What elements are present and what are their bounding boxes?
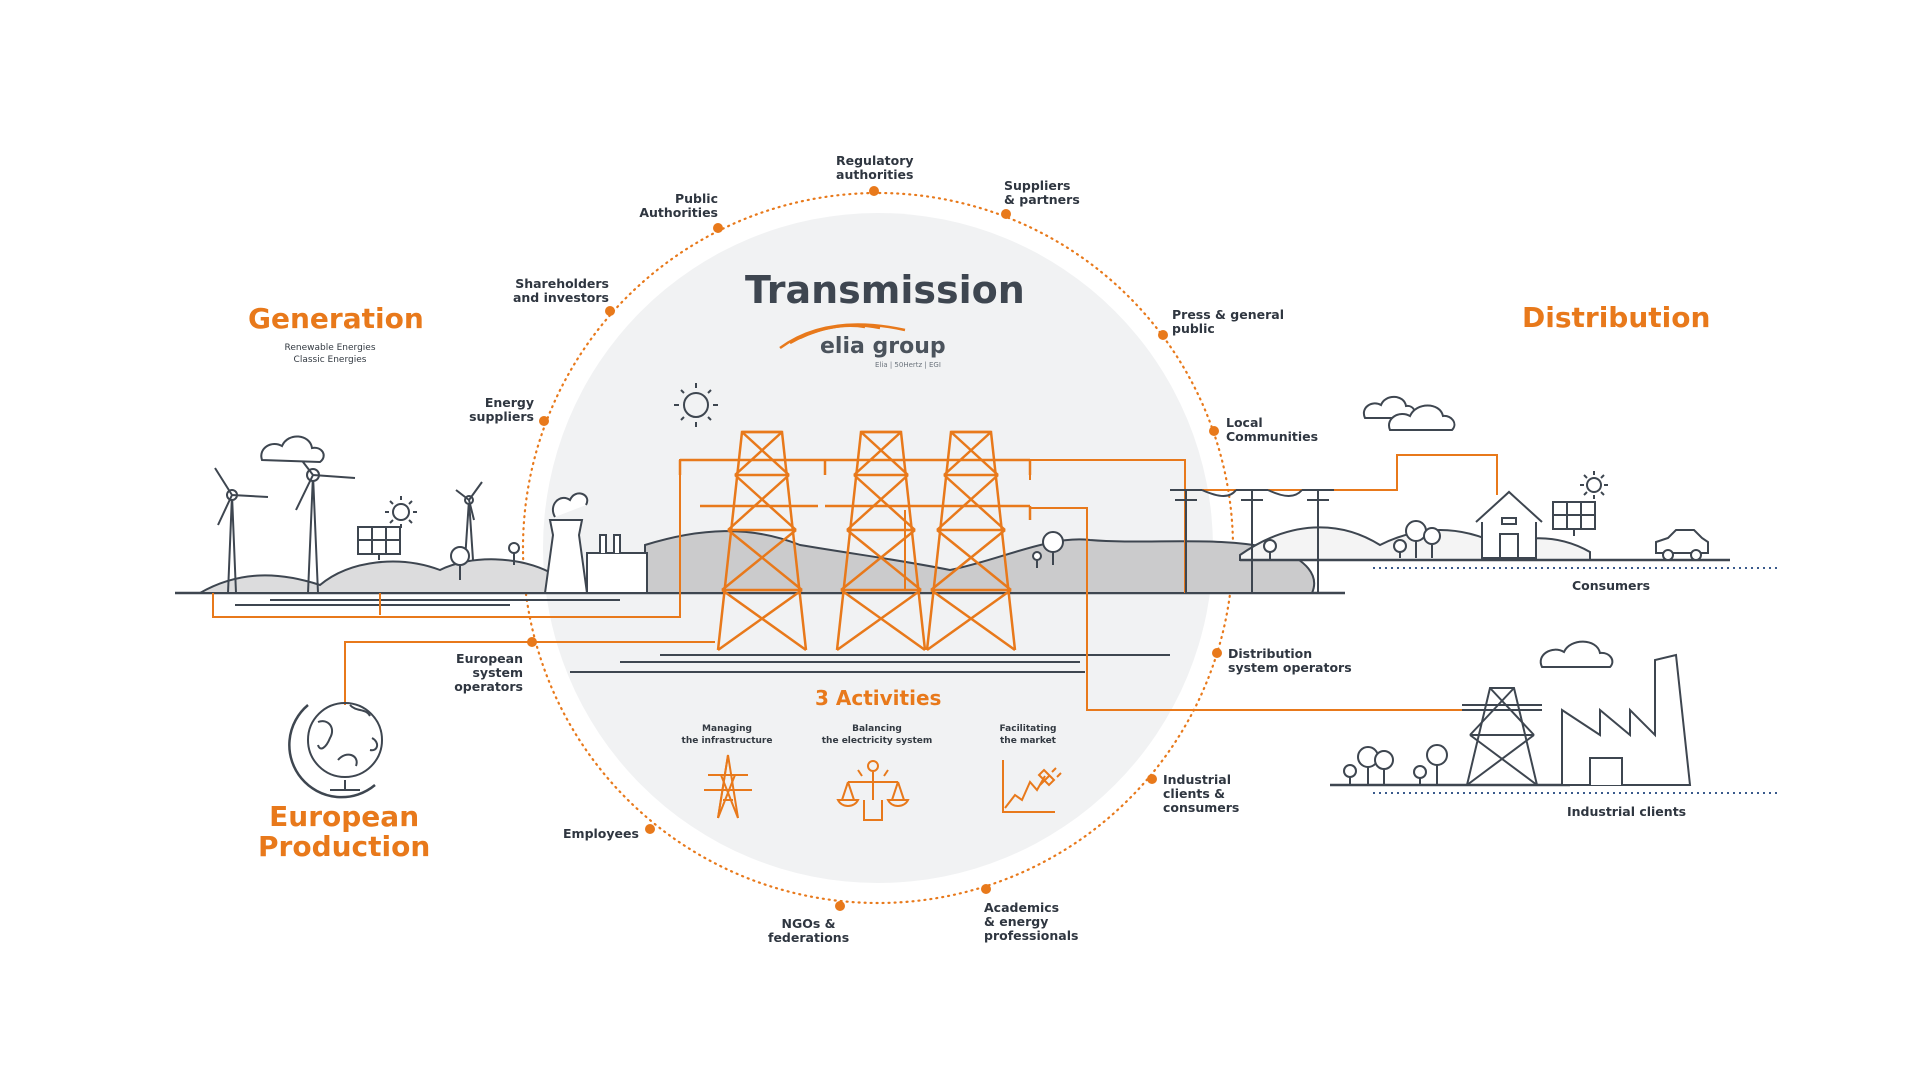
tree-icon: [450, 542, 520, 580]
activity-managing-label: Managing the infrastructure: [681, 724, 773, 746]
stakeholder-dots: [527, 186, 1222, 911]
generation-hills: [196, 558, 556, 594]
stakeholder-shareholders: Shareholders and investors: [512, 276, 609, 305]
activities-title: 3 Activities: [815, 686, 942, 710]
stakeholder-academics: Academics & energy professionals: [984, 900, 1079, 943]
consumers-label: Consumers: [1572, 578, 1651, 593]
stakeholder-industrial-clients-consumers: Industrial clients & consumers: [1163, 772, 1240, 815]
stakeholder-public-authorities: Public Authorities: [639, 191, 718, 220]
cloud-icon: [260, 435, 325, 464]
wind-turbine-icon: [214, 444, 483, 594]
solar-panel-icon: [357, 526, 401, 560]
stakeholder-regulatory: Regulatory authorities: [836, 153, 914, 182]
plug-icon: [1037, 767, 1062, 787]
market-chart-icon: [1002, 760, 1055, 813]
stakeholder-suppliers: Suppliers & partners: [1004, 178, 1080, 207]
pylon-icon: [678, 430, 1032, 652]
stakeholder-distribution-operators: Distribution system operators: [1228, 646, 1352, 675]
logo-sub: Elia | 50Hertz | EGI: [875, 361, 941, 369]
stakeholder-employees: Employees: [563, 826, 639, 841]
globe-icon: [288, 702, 383, 799]
scale-icon: [836, 760, 910, 821]
sun-icon: [385, 496, 417, 528]
logo-name: elia group: [820, 334, 946, 359]
nuclear-plant-icon: [543, 492, 648, 594]
industrial-clients-label: Industrial clients: [1567, 804, 1687, 819]
tree-icon: [1263, 520, 1441, 560]
european-production-title: European Production: [258, 800, 431, 863]
stakeholder-ngos: NGOs & federations: [768, 916, 850, 945]
house-icon: [1475, 490, 1543, 559]
transmission-title: Transmission: [745, 268, 1025, 312]
stakeholder-local-communities: Local Communities: [1226, 415, 1319, 444]
solar-panel-icon: [1552, 501, 1596, 536]
tree-icon: [1032, 531, 1064, 568]
car-icon: [1655, 529, 1709, 561]
factory-icon: [1561, 653, 1692, 786]
sun-icon: [674, 383, 718, 427]
underground-cables: [235, 599, 1170, 673]
elia-logo-icon: [779, 323, 906, 350]
transmission-circle: [543, 213, 1213, 883]
generation-subtitle: Renewable Energies Classic Energies: [284, 343, 376, 365]
stakeholder-european-operators: European system operators: [454, 651, 523, 694]
stakeholder-press: Press & general public: [1172, 307, 1284, 336]
generation-title: Generation: [248, 302, 424, 335]
pylon-icon: [1462, 687, 1542, 786]
distribution-poles: [1170, 489, 1334, 593]
cloud-icon: [1388, 404, 1456, 431]
sun-icon: [1580, 471, 1608, 499]
cloud-icon: [1539, 640, 1614, 668]
pylon-icon: [704, 754, 752, 819]
stakeholder-energy-suppliers: Energy suppliers: [469, 395, 534, 424]
industrial-ground: [1330, 783, 1780, 794]
tree-icon: [1343, 744, 1448, 785]
distribution-title: Distribution: [1522, 301, 1711, 334]
activity-balancing-label: Balancing the electricity system: [821, 724, 933, 746]
activity-facilitating-label: Facilitating the market: [999, 724, 1057, 746]
